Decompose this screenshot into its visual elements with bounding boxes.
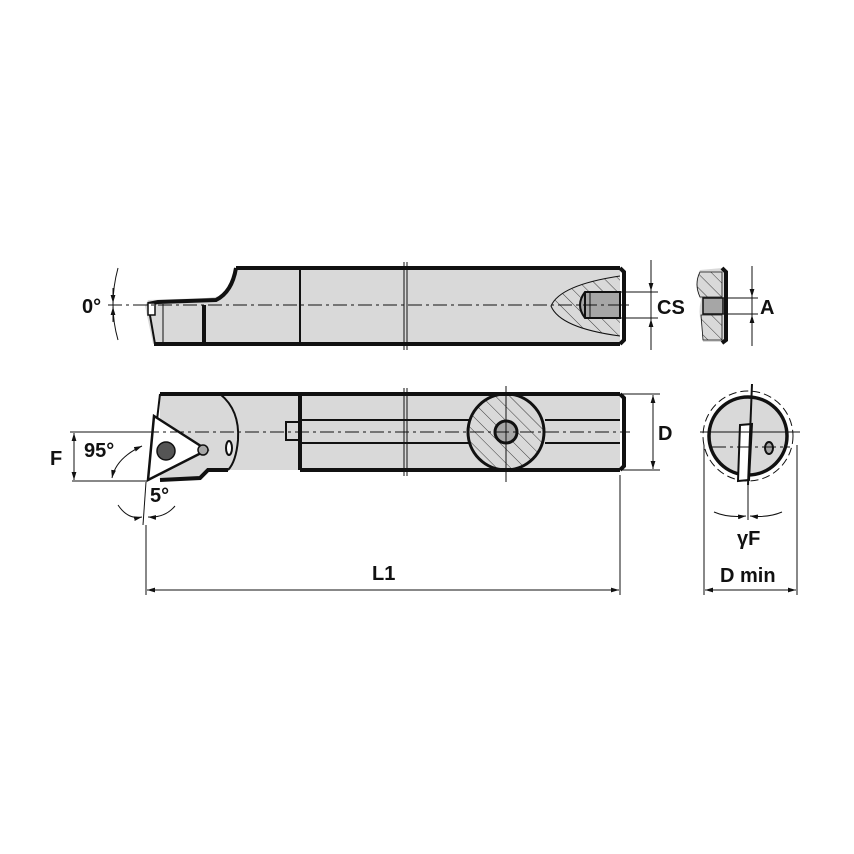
angle-0-dimension: 0° (82, 267, 119, 341)
rake-angle-label: γF (737, 528, 760, 550)
cs-label: CS (657, 297, 685, 319)
lead-angle-label: 95° (84, 440, 114, 462)
top-view (70, 386, 630, 483)
l1-dimension: L1 (145, 475, 621, 595)
f-dimension: F 95° (50, 431, 155, 482)
l1-label: L1 (372, 563, 395, 585)
end-view-dmin: γF D min (700, 383, 800, 595)
dmin-label: D min (720, 565, 776, 587)
angle-0-label: 0° (82, 296, 101, 318)
f-label: F (50, 448, 62, 470)
side-view (108, 262, 630, 350)
a-label: A (760, 297, 774, 319)
cs-dimension: CS (620, 260, 685, 350)
end-view-cs: A (696, 266, 774, 346)
clearance-angle-label: 5° (150, 485, 169, 507)
clearance-angle-dimension: 5° (117, 481, 176, 526)
d-dimension: D (622, 393, 672, 471)
d-label: D (658, 423, 672, 445)
